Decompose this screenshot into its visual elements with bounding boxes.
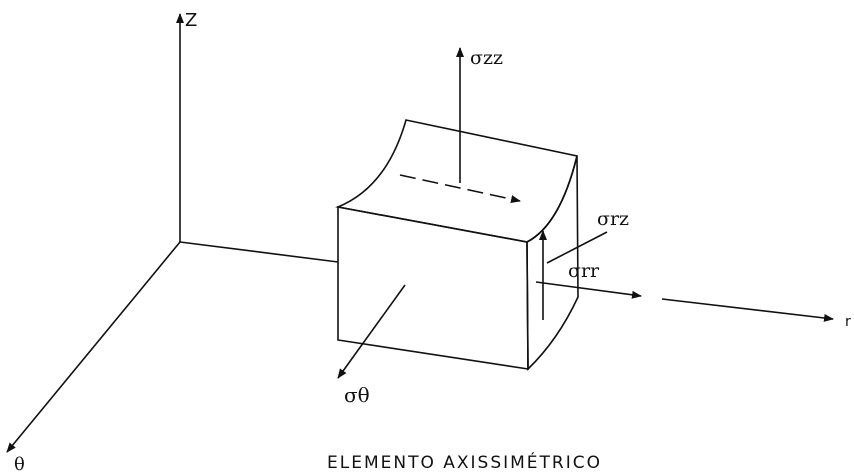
- z-axis-label: Z: [185, 10, 197, 31]
- tangential-dashed-arrow: [399, 174, 521, 204]
- r-axis-front: [661, 298, 834, 322]
- r-axis-back: [179, 241, 339, 263]
- element-block: [335, 119, 579, 371]
- sigma-rr-label: σrr: [568, 260, 600, 282]
- theta-axis: [6, 241, 181, 453]
- sigma-theta-label: σθ: [344, 383, 370, 407]
- block-side-face: [526, 155, 579, 371]
- sigma-theta-arrow: [337, 284, 406, 379]
- block-front-face: [337, 206, 529, 370]
- sigma-rr-arrow: [535, 281, 642, 299]
- sigma-rz-label: σrz: [597, 208, 629, 230]
- sigma-rz-leader: [546, 231, 608, 264]
- theta-axis-label: θ: [14, 454, 25, 475]
- sigma-zz-label: σzz: [470, 47, 503, 69]
- diagram-caption: ELEMENTO AXISSIMÉTRICO: [327, 451, 602, 473]
- r-axis-label: r: [845, 314, 851, 330]
- block-top-face: [335, 119, 578, 243]
